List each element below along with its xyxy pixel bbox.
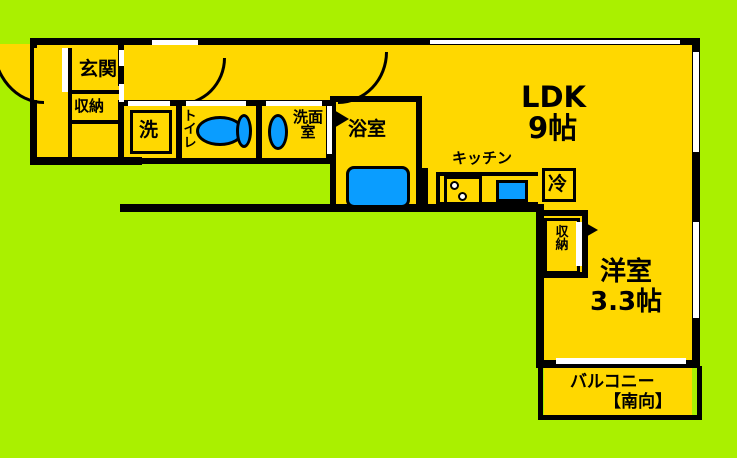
wall-bottom-corridor — [120, 204, 336, 212]
wall-storage-below — [68, 124, 72, 158]
window-ldk-right — [693, 52, 699, 152]
cutout-courtyard — [30, 212, 538, 458]
door-opening-entrance-hall — [119, 84, 124, 102]
floor-balcony — [544, 366, 692, 416]
label-balcony-line1: バルコニー — [570, 372, 655, 392]
wall-bottom-bedroom — [536, 360, 700, 368]
label-balcony-line2: 【南向】 — [604, 392, 672, 412]
wall-entrance-storage-divider — [68, 90, 122, 94]
label-ldk-name: LDK — [521, 80, 587, 114]
cutout-right — [700, 0, 737, 458]
door-opening-genkan — [62, 48, 68, 92]
label-entrance: 玄関 — [79, 58, 118, 80]
door-opening-entrance-top — [119, 50, 124, 66]
wall-left-bedroom-wing — [536, 204, 544, 368]
entrance-door-leaf-wall — [30, 44, 34, 106]
laundry-box — [130, 110, 172, 154]
wall-balcony-bottom — [538, 415, 702, 420]
wall-kitchen-counter-top — [436, 172, 538, 176]
wall-storage-box-left — [68, 90, 72, 124]
label-ldk-size: 9帖 — [528, 111, 578, 145]
wall-kitchen-counter-left — [436, 172, 440, 206]
wall-balcony-right — [697, 366, 702, 420]
wall-closet-top — [540, 210, 588, 216]
wall-storage-box-bottom — [68, 120, 122, 124]
wall-bottom-entrance — [30, 157, 142, 165]
door-gap-washroom — [266, 101, 322, 106]
wall-top-corridor — [140, 38, 420, 45]
wall-entrance-right-lower — [118, 100, 124, 162]
door-gap-laundry — [128, 101, 170, 106]
cutout-bottom — [0, 424, 737, 458]
stove-burner-lower-icon — [458, 192, 467, 201]
label-laundry: 洗 — [139, 119, 159, 141]
window-corridor-top-a — [152, 40, 198, 45]
label-washroom: 洗面室 — [292, 108, 323, 142]
cutout-top — [0, 0, 737, 36]
window-ldk-top — [430, 40, 680, 44]
wall-toilet-left — [176, 104, 182, 162]
washbasin-icon — [268, 114, 288, 150]
door-gap-bath — [327, 106, 332, 154]
door-gap-toilet — [186, 101, 246, 106]
label-entrance-storage: 収納 — [74, 97, 105, 115]
wall-toilet-right — [256, 104, 262, 162]
bathtub-icon — [346, 166, 410, 208]
label-kitchen: キッチン — [452, 149, 513, 167]
wall-entrance-storage-left — [68, 48, 72, 94]
window-bedroom-balcony-door — [556, 358, 686, 364]
wall-bath-top — [330, 96, 422, 102]
label-bedroom-size: 3.3帖 — [590, 287, 663, 317]
wall-bath-left — [330, 96, 336, 208]
wall-bath-right — [416, 96, 422, 208]
toilet-tank-icon — [236, 114, 252, 148]
label-bedroom-name: 洋室 — [600, 257, 653, 287]
wall-balcony-left — [538, 366, 543, 420]
wall-top-left — [30, 38, 140, 45]
window-bedroom-right — [693, 222, 699, 318]
label-toilet: トイレ — [183, 109, 197, 151]
wall-closet-bottom — [540, 272, 588, 278]
wall-left-entrance-upper — [30, 38, 37, 48]
closet-door-gap — [576, 222, 584, 266]
kitchen-sink-icon — [496, 180, 528, 202]
door-marker-bedroom — [584, 222, 598, 238]
wall-bottom-ldk — [414, 204, 544, 212]
label-fridge: 冷 — [548, 173, 568, 195]
wall-sanitary-bottom — [124, 158, 336, 164]
wall-bottom-bath — [330, 204, 422, 212]
label-bath: 浴室 — [348, 118, 387, 140]
wall-kitchen-left — [422, 168, 428, 212]
label-bedroom-closet: 収納 — [555, 225, 569, 254]
fridge-box — [542, 168, 576, 202]
wall-closet-right — [582, 214, 588, 276]
stove-burner-upper-icon — [450, 181, 459, 190]
wall-kitchen-counter-bottom — [436, 202, 538, 206]
wall-left-entrance-lower — [30, 100, 37, 164]
door-marker-washroom — [334, 110, 349, 128]
